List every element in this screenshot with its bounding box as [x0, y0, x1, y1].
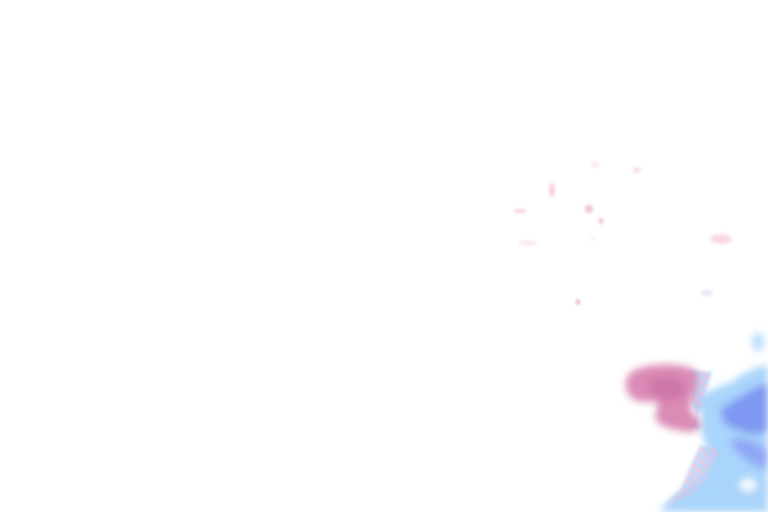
scattered-light-mix-cells	[514, 163, 732, 305]
heavy-mix-cell	[625, 364, 700, 432]
snow-region	[660, 333, 768, 512]
